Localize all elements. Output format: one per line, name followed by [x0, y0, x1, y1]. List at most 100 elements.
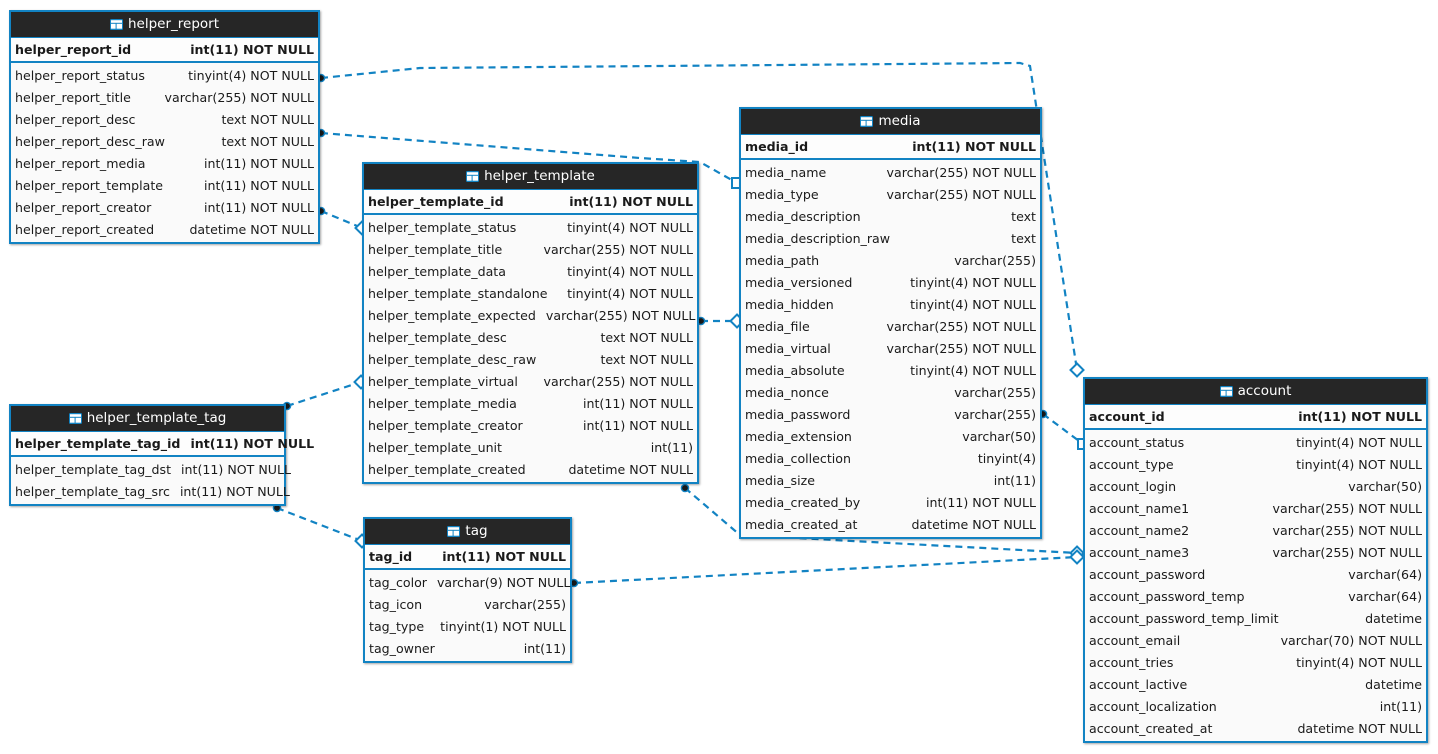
column-name: account_type	[1089, 456, 1174, 472]
relation-rel-tag-account[interactable]	[569, 549, 1085, 588]
column-name: helper_template_tag_id	[15, 436, 181, 451]
column-name: tag_icon	[369, 596, 423, 612]
column-type: int(11) NOT NULL	[204, 155, 314, 171]
column-type: int(11) NOT NULL	[204, 199, 314, 215]
column-name: media_description	[745, 208, 861, 224]
column-name: media_description_raw	[745, 230, 891, 246]
table-icon	[68, 412, 82, 424]
relation-rel-media-account[interactable]	[1038, 409, 1089, 450]
column-type: varchar(255) NOT NULL	[1272, 522, 1422, 538]
table-header-helper_template_tag[interactable]: helper_template_tag	[11, 406, 284, 431]
table-header-media[interactable]: media	[741, 109, 1040, 134]
column-type: int(11) NOT NULL	[912, 139, 1036, 154]
column-name: account_password_temp	[1089, 588, 1245, 604]
table-header-tag[interactable]: tag	[365, 519, 570, 544]
table-header-account[interactable]: account	[1085, 379, 1426, 404]
relation-rel-tmpltag-template[interactable]	[282, 374, 369, 411]
column-name: media_created_at	[745, 516, 858, 532]
table-row[interactable]: helper_report_media int(11) NOT NULL	[11, 152, 318, 174]
relation-rel-template-media-file[interactable]	[696, 313, 745, 329]
column-type: tinyint(1) NOT NULL	[440, 618, 566, 634]
relation-rel-tmpltag-tag[interactable]	[272, 503, 370, 549]
column-name: helper_report_media	[15, 155, 146, 171]
relation-source-marker	[680, 483, 690, 493]
table-header-helper_report[interactable]: helper_report	[11, 12, 318, 37]
relation-target-marker	[1069, 362, 1085, 378]
column-name: media_absolute	[745, 362, 845, 378]
relation-rel-report-template[interactable]	[316, 206, 370, 236]
column-type: int(11) NOT NULL	[179, 483, 290, 499]
table-header-helper_template[interactable]: helper_template	[364, 164, 697, 189]
